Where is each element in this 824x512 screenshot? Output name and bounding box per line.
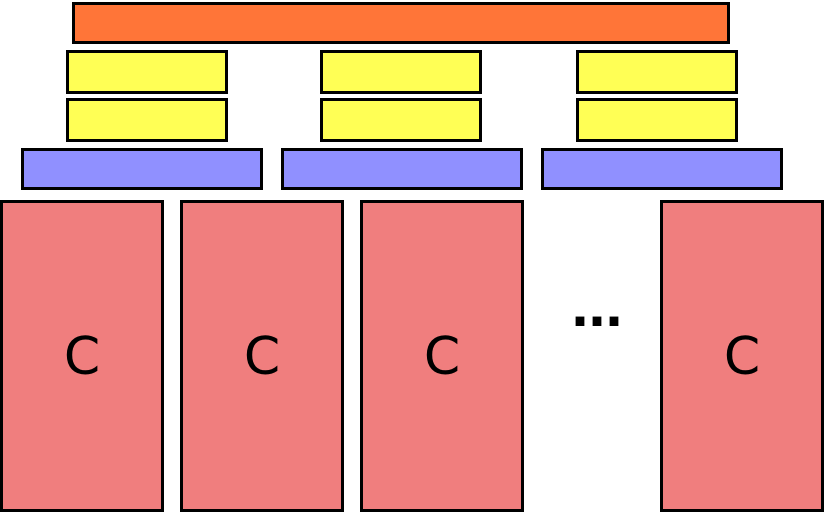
blue-block [281, 148, 523, 190]
core-block: C [360, 200, 524, 512]
cache-block [576, 50, 738, 94]
core-label: C [723, 327, 761, 387]
cache-block [576, 98, 738, 142]
core-label: C [63, 327, 101, 387]
top-level-bar [72, 2, 730, 44]
blue-block [21, 148, 263, 190]
core-block: C [0, 200, 164, 512]
blue-block [541, 148, 783, 190]
core-block: C [180, 200, 344, 512]
core-label: C [243, 327, 281, 387]
cache-block [66, 50, 228, 94]
cache-block [320, 50, 482, 94]
core-label: C [423, 327, 461, 387]
cache-block [320, 98, 482, 142]
cache-block [66, 98, 228, 142]
ellipsis: ... [570, 280, 624, 338]
core-block: C [660, 200, 824, 512]
